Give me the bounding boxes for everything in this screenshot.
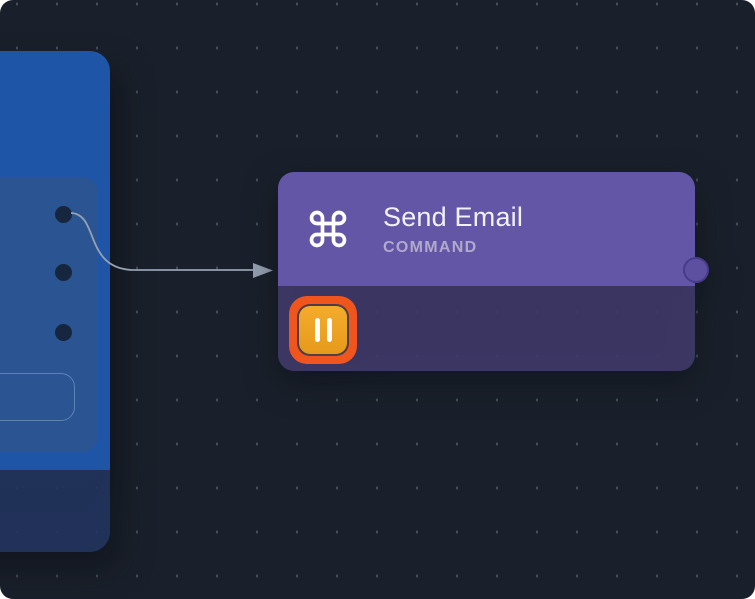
- send-email-node[interactable]: Send Email COMMAND: [278, 172, 709, 371]
- source-node-action-button[interactable]: [0, 373, 75, 421]
- node-type-label: COMMAND: [383, 239, 478, 256]
- pause-bar-left: [314, 318, 320, 342]
- node-title: Send Email: [383, 202, 524, 232]
- pause-status-button[interactable]: [289, 296, 357, 364]
- pause-icon: [297, 304, 349, 356]
- source-output-port-3[interactable]: [55, 324, 72, 341]
- edge-path: [70, 212, 253, 271]
- edge-arrowhead-icon: [253, 263, 273, 278]
- send-email-node-body: [278, 286, 695, 371]
- source-output-port-2[interactable]: [55, 264, 72, 281]
- node-title-block: Send Email COMMAND: [383, 201, 523, 257]
- source-output-port-1[interactable]: [55, 206, 72, 223]
- command-icon: [306, 206, 350, 252]
- pause-bar-right: [326, 318, 332, 342]
- send-email-output-port[interactable]: [683, 257, 709, 283]
- source-node-footer: [0, 470, 110, 552]
- send-email-node-header: Send Email COMMAND: [278, 172, 695, 286]
